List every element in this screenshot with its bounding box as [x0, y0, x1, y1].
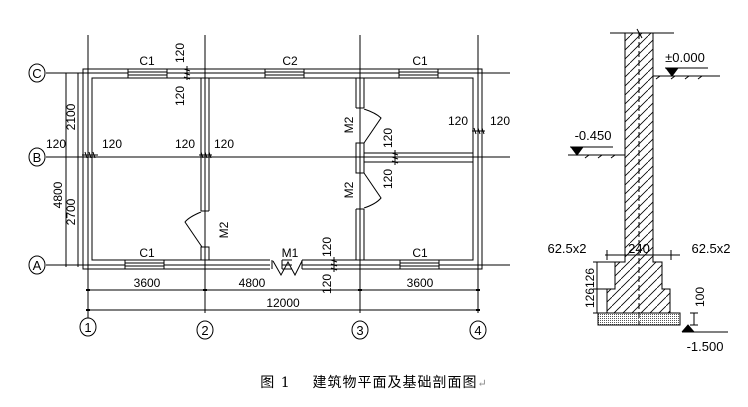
figure-caption: 图 1 建筑物平面及基础剖面图↵ [0, 372, 748, 392]
label-door-m1: M1 [282, 246, 299, 260]
axis-bubble-b [28, 147, 46, 167]
axis-label-4: 4 [474, 323, 481, 338]
section-wall-width: 240 [628, 241, 650, 256]
dim-bottom-23: 4800 [239, 276, 266, 290]
axis-label-b: B [33, 150, 42, 165]
dim-bottom-total: 12000 [266, 296, 300, 310]
wall-ticks [82, 66, 485, 272]
wall-thickness-label: 120 [320, 237, 334, 257]
axis-label-2: 2 [201, 323, 208, 338]
label-window-c2: C2 [282, 54, 298, 68]
elevation-ground: ±0.000 [665, 50, 705, 65]
window-c1-bottom-left [124, 259, 165, 270]
label-door-m2: M2 [342, 116, 356, 133]
dim-left-bc: 2100 [64, 103, 78, 130]
elevation-bottom: -1.500 [687, 339, 724, 354]
wall-thickness-label: 120 [102, 137, 122, 151]
axis-bubble-4 [469, 320, 487, 340]
wall-thickness-label: 120 [320, 274, 334, 294]
axis-label-a: A [33, 258, 42, 273]
architectural-drawing: C B A 1 2 3 4 C1 C2 C1 C1 C1 M1 M2 M2 M2… [28, 28, 731, 354]
wall-thickness-label: 120 [448, 114, 468, 128]
outer-wall-inner [91, 77, 474, 261]
label-window-c1: C1 [412, 54, 428, 68]
axis-label-3: 3 [356, 323, 363, 338]
axis-label-c: C [32, 66, 41, 81]
dim-left-total: 4800 [51, 181, 65, 208]
dim-bottom-12: 3600 [134, 276, 161, 290]
door-m2-swing-left [184, 211, 203, 248]
outer-wall-outer [82, 68, 483, 270]
wall-thickness-label: 120 [175, 137, 195, 151]
axis-bubble-c [28, 63, 46, 83]
wall-thickness-label: 120 [173, 43, 187, 63]
wall-thickness-label: 120 [173, 86, 187, 106]
window-c1-top-right [398, 68, 439, 79]
door-m2-swing-upper [363, 108, 382, 144]
axis-bubble-a [28, 255, 46, 275]
wall-thickness-label: 120 [214, 137, 234, 151]
dim-left-ab: 2700 [64, 198, 78, 225]
foundation-section [568, 28, 728, 333]
window-c1-bottom-right [399, 259, 440, 270]
window-c1-top-left [127, 68, 168, 79]
section-cushion-height: 100 [693, 287, 707, 307]
doors [184, 108, 382, 277]
section-step-heights: 126126 [583, 268, 597, 308]
wall-thickness-label: 120 [381, 169, 395, 189]
caption-figure-number: 图 1 [260, 375, 291, 391]
label-window-c1: C1 [412, 246, 428, 260]
wall-thickness-label: 120 [46, 137, 66, 151]
dimension-lines [62, 72, 480, 311]
wall-thickness-label: 120 [381, 128, 395, 148]
label-door-m2: M2 [342, 181, 356, 198]
door-m2-swing-lower [363, 172, 382, 209]
wall-thickness-label: 120 [490, 114, 510, 128]
axis-bubble-2 [196, 320, 214, 340]
windows [124, 68, 440, 270]
label-window-c1: C1 [139, 54, 155, 68]
return-mark-icon: ↵ [477, 377, 488, 390]
label-window-c1: C1 [139, 246, 155, 260]
door-m1-leaf [272, 260, 303, 277]
axis-bubbles [28, 63, 487, 340]
axis-label-1: 1 [84, 320, 91, 335]
dim-bottom-34: 3600 [407, 276, 434, 290]
section-cushion [597, 312, 681, 326]
label-door-m2: M2 [217, 221, 231, 238]
section-step-right: 62.5x2 [691, 241, 730, 256]
caption-title: 建筑物平面及基础剖面图 [312, 375, 478, 391]
axis-bubble-3 [351, 320, 369, 340]
elevation-outdoor: -0.450 [575, 128, 612, 143]
window-c2-top [264, 68, 305, 79]
section-step-left: 62.5x2 [547, 241, 586, 256]
